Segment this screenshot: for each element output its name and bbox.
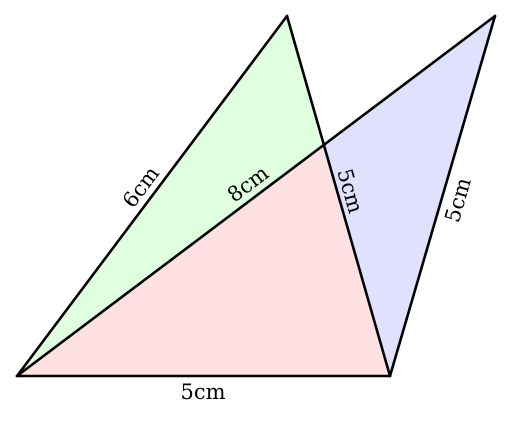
base-label: 5cm bbox=[180, 380, 225, 404]
green-region bbox=[17, 16, 322, 376]
middle-side-edge bbox=[285, 14, 392, 378]
left-side-edge bbox=[15, 14, 289, 378]
right-side-edge bbox=[388, 14, 497, 378]
diagonal-edge bbox=[15, 14, 497, 378]
red-region bbox=[17, 147, 390, 376]
